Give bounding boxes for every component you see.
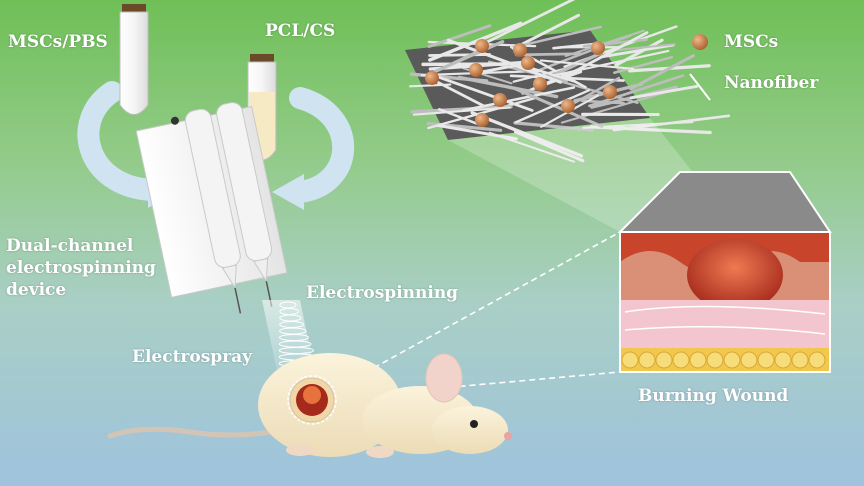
nanofiber-strand <box>565 76 621 109</box>
nanofiber-strand <box>575 31 649 72</box>
fiber-loop <box>279 321 305 328</box>
fat-cell <box>723 351 741 369</box>
nanofiber-strand <box>514 89 591 124</box>
fat-cell <box>655 351 673 369</box>
fiber-loop <box>279 327 307 335</box>
nanofiber-strand <box>512 13 581 51</box>
nanofiber-strand <box>470 111 584 158</box>
nanofiber-strand <box>522 25 602 47</box>
fiber-loop <box>278 347 314 354</box>
msc-cell <box>475 113 489 127</box>
burning-wound-label: Burning Wound <box>638 386 789 406</box>
nanofiber-strand <box>484 0 576 45</box>
nanofiber-strand <box>446 38 563 84</box>
device-label-line1: Dual-channel <box>6 236 134 256</box>
nanofiber-strand <box>434 40 505 73</box>
electrospinning-label: Electrospinning <box>306 283 459 303</box>
nanofiber-strand <box>548 53 599 79</box>
nanofiber-strand <box>599 43 675 59</box>
nanofiber-strand <box>589 125 712 135</box>
fat-cell <box>706 351 724 369</box>
fat-cell <box>638 351 656 369</box>
nanofiber-strand <box>436 80 489 109</box>
nanofiber-strand <box>514 87 604 128</box>
nanofiber-strand <box>534 33 633 73</box>
msc-cell <box>533 77 547 91</box>
fiber-loop <box>278 340 312 348</box>
nanofiber-legend-icon <box>689 73 711 101</box>
msc-cell <box>513 43 527 57</box>
device-label-line2: electrospinning <box>6 258 156 278</box>
msc-cell <box>603 85 617 99</box>
msc-cell <box>591 41 605 55</box>
electrospray-label: Electrospray <box>132 347 253 367</box>
mat-msc-cells <box>425 39 617 127</box>
nanofiber-strand <box>437 75 534 112</box>
msc-pbs-tube <box>119 4 149 115</box>
legend-msc-label: MSCs <box>724 32 779 52</box>
nanofiber-strand <box>427 24 492 48</box>
msc-cell <box>493 93 507 107</box>
nanofiber-strand <box>408 83 452 88</box>
nanofiber-strand <box>616 43 676 51</box>
fat-cell <box>621 351 639 369</box>
legend-nanofiber-label: Nanofiber <box>724 73 819 93</box>
fat-cell <box>757 351 775 369</box>
fat-cell <box>791 351 809 369</box>
fat-cell <box>740 351 758 369</box>
nanofiber-strand <box>553 49 670 77</box>
fiber-loop <box>279 314 302 322</box>
nanofiber-strand <box>513 121 594 132</box>
nanofiber-strand <box>412 106 511 116</box>
nanofiber-strand <box>629 54 696 91</box>
msc-cell <box>561 99 575 113</box>
nanofiber-mat <box>405 0 731 163</box>
fat-cell <box>689 351 707 369</box>
fiber-loop <box>279 301 297 309</box>
nanofiber-strand <box>488 131 576 163</box>
right-rotation-arrow <box>272 87 355 210</box>
msc-pbs-label: MSCs/PBS <box>8 32 108 52</box>
nanofiber-strand <box>513 130 585 163</box>
fiber-loop <box>279 334 309 341</box>
device-label-line3: device <box>6 280 67 300</box>
fat-cells <box>621 351 826 369</box>
nanofiber-strand <box>613 55 674 74</box>
electrospinning-device <box>135 102 288 314</box>
fat-cell <box>774 351 792 369</box>
fat-cell <box>672 351 690 369</box>
nanofiber-strand <box>515 52 583 57</box>
mouse <box>107 353 512 458</box>
msc-legend-icon <box>692 34 708 50</box>
nanofiber-strand <box>462 86 576 112</box>
msc-cell <box>425 71 439 85</box>
nanofiber-strand <box>588 74 685 108</box>
nanofiber-strands <box>408 0 731 163</box>
nanofiber-strand <box>629 84 699 100</box>
nanofiber-strand <box>428 21 523 62</box>
skin-cross-section <box>617 171 832 373</box>
pcl-cs-label: PCL/CS <box>265 21 336 41</box>
fiber-loop <box>279 308 300 315</box>
fat-cell <box>808 351 826 369</box>
msc-cell <box>469 63 483 77</box>
msc-cell <box>521 56 535 70</box>
msc-cell <box>475 39 489 53</box>
